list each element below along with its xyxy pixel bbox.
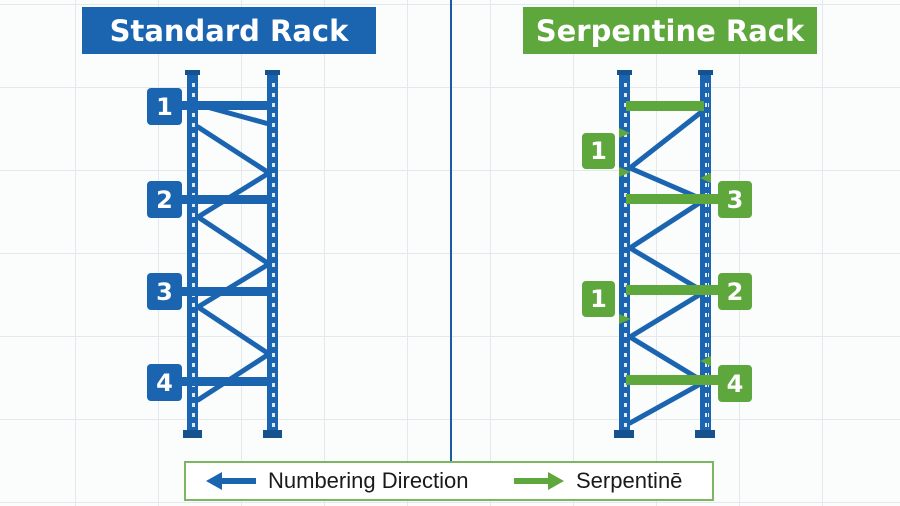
standard-rack-level-tag-3: 3 — [147, 273, 182, 310]
serpentine-level-tag-2: 2 — [718, 273, 752, 310]
standard-rack-title: Standard Rack — [82, 7, 376, 54]
standard-rack-bracing — [193, 101, 272, 403]
legend-numbering-direction-label: Numbering Direction — [268, 468, 469, 493]
serpentine-level-label-2: 2 — [727, 278, 744, 306]
standard-rack: 1 2 3 4 — [147, 70, 282, 438]
standard-rack-title-text: Standard Rack — [109, 13, 349, 48]
serpentine-level-tag-1-upper: 1 — [582, 133, 615, 169]
legend-serpentine-label: Serpentinē — [576, 468, 683, 493]
serpentine-direction-arrows — [619, 128, 711, 366]
standard-rack-level-tag-2: 2 — [147, 181, 182, 218]
standard-rack-beams — [182, 101, 272, 386]
serpentine-rack-uprights — [614, 70, 715, 438]
standard-rack-level-tag-4: 4 — [147, 364, 182, 401]
legend-item-serpentine: Serpentinē — [512, 463, 682, 499]
standard-level-label-3: 3 — [156, 278, 173, 306]
legend-item-numbering-direction: Numbering Direction — [204, 463, 469, 499]
serpentine-level-label-1-upper: 1 — [590, 137, 607, 165]
serpentine-rack-beams — [626, 101, 720, 385]
serpentine-rack-title-text: Serpentine Rack — [535, 13, 805, 48]
serpentine-rack-title: Serpentine Rack — [523, 7, 817, 54]
serpentine-level-label-3: 3 — [727, 186, 744, 214]
standard-level-label-2: 2 — [156, 186, 173, 214]
serpentine-rack-bracing — [627, 107, 707, 426]
serpentine-rack: 1 3 1 2 4 — [582, 70, 752, 438]
serpentine-level-tag-3: 3 — [718, 181, 752, 218]
standard-level-label-1: 1 — [156, 93, 173, 121]
green-right-arrow-icon — [514, 472, 564, 490]
standard-level-label-4: 4 — [156, 369, 173, 397]
blue-left-arrow-icon — [206, 472, 256, 490]
serpentine-level-label-4: 4 — [727, 370, 744, 398]
standard-rack-level-tag-1: 1 — [147, 88, 182, 125]
legend: Numbering Direction Serpentinē — [184, 461, 714, 501]
standard-rack-uprights — [183, 70, 282, 438]
serpentine-level-tag-1-lower: 1 — [582, 281, 615, 317]
center-divider — [450, 0, 452, 462]
serpentine-level-label-1-lower: 1 — [590, 285, 607, 313]
serpentine-level-tag-4: 4 — [718, 365, 752, 402]
